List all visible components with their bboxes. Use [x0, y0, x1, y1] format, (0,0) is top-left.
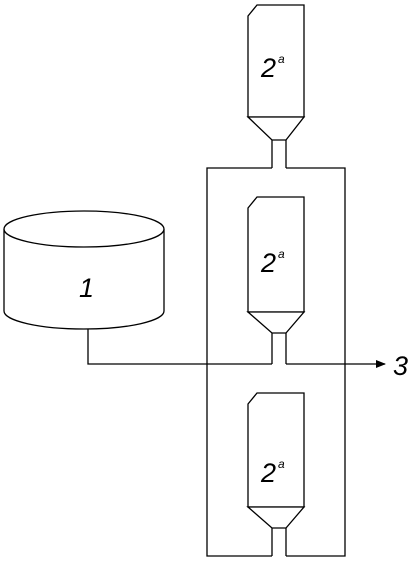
pipe-bottom-outlet [271, 528, 287, 556]
hopper-top: 2 a [246, 4, 306, 141]
tank-body [3, 229, 165, 330]
tank-outlet-line [87, 328, 272, 365]
tank-top [3, 210, 165, 248]
hopper-top-label: 2 [260, 53, 276, 83]
hopper-top-cone [246, 116, 306, 141]
tank-label: 1 [79, 273, 94, 303]
hopper-middle-cone [246, 311, 306, 334]
hopper-middle-superscript: a [278, 247, 285, 261]
hopper-middle-body [247, 196, 305, 313]
hopper-bottom-superscript: a [278, 457, 285, 471]
hopper-middle: 2 a [246, 196, 306, 334]
enclosure-frame [206, 167, 346, 557]
hopper-bottom-cone [246, 506, 306, 529]
hopper-top-body [247, 4, 305, 118]
hopper-top-superscript: a [278, 52, 285, 66]
hopper-bottom: 2 a [246, 392, 306, 529]
output-label: 3 [393, 351, 408, 381]
hopper-middle-label: 2 [260, 248, 276, 278]
tank-1: 1 [3, 210, 165, 330]
pipe-top-outlet [271, 140, 287, 168]
hopper-bottom-label: 2 [260, 458, 276, 488]
hopper-bottom-body [247, 392, 305, 508]
pipe-middle-outlet [271, 333, 287, 364]
